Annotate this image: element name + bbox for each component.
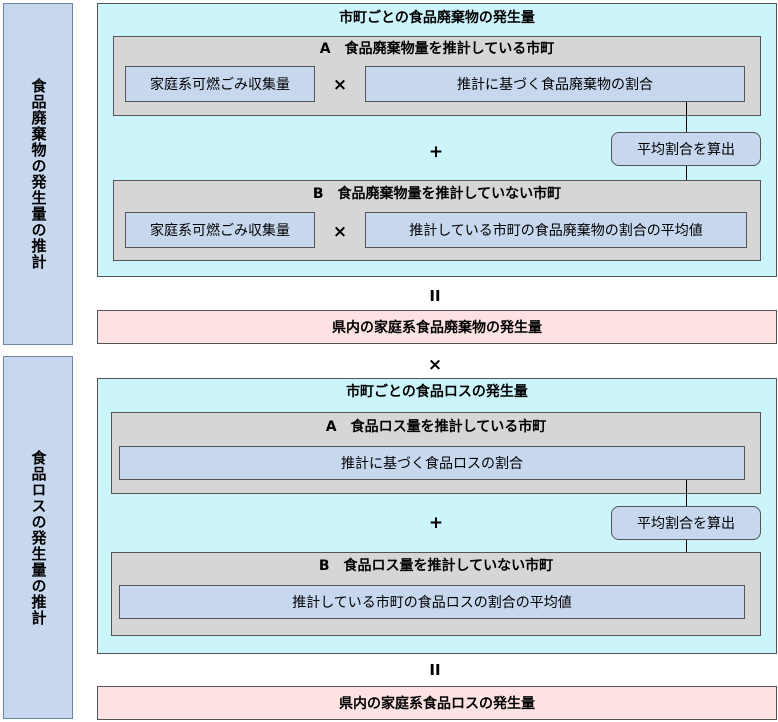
loss-b-average-box: 推計している市町の食品ロスの割合の平均値 — [119, 585, 745, 619]
waste-b-multiply-sign: × — [332, 222, 348, 242]
loss-side-label: 食品ロスの発生量の推計 — [3, 356, 73, 719]
loss-plus-sign: + — [428, 513, 444, 533]
waste-result-box: 県内の家庭系食品廃棄物の発生量 — [97, 310, 777, 344]
loss-arrow-line-top — [686, 480, 687, 506]
loss-group-a-title: A 食品ロス量を推計している市町 — [325, 419, 547, 435]
loss-result-box: 県内の家庭系食品ロスの発生量 — [97, 686, 777, 720]
loss-a-ratio-box: 推計に基づく食品ロスの割合 — [119, 446, 745, 480]
waste-a-multiply-sign: × — [332, 75, 348, 95]
waste-equals-sign: II — [429, 287, 441, 305]
loss-average-pill: 平均割合を算出 — [611, 506, 761, 540]
loss-outer-title: 市町ごとの食品ロスの発生量 — [346, 384, 528, 400]
waste-b-collection-box: 家庭系可燃ごみ収集量 — [125, 212, 315, 248]
between-multiply-sign: × — [427, 355, 443, 375]
waste-plus-sign: + — [428, 142, 444, 162]
waste-side-label: 食品廃棄物の発生量の推計 — [3, 3, 73, 345]
waste-group-b-title: B 食品廃棄物量を推計していない市町 — [312, 186, 562, 202]
waste-group-a-title: A 食品廃棄物量を推計している市町 — [319, 41, 555, 57]
waste-a-ratio-box: 推計に基づく食品廃棄物の割合 — [365, 66, 745, 102]
loss-equals-sign: II — [429, 661, 441, 679]
waste-arrow-line-top — [686, 102, 687, 132]
loss-group-b-title: B 食品ロス量を推計していない市町 — [318, 558, 554, 574]
waste-outer-title: 市町ごとの食品廃棄物の発生量 — [339, 10, 535, 26]
waste-a-collection-box: 家庭系可燃ごみ収集量 — [125, 66, 315, 102]
waste-average-pill: 平均割合を算出 — [611, 132, 761, 166]
waste-b-average-box: 推計している市町の食品廃棄物の割合の平均値 — [365, 212, 747, 248]
